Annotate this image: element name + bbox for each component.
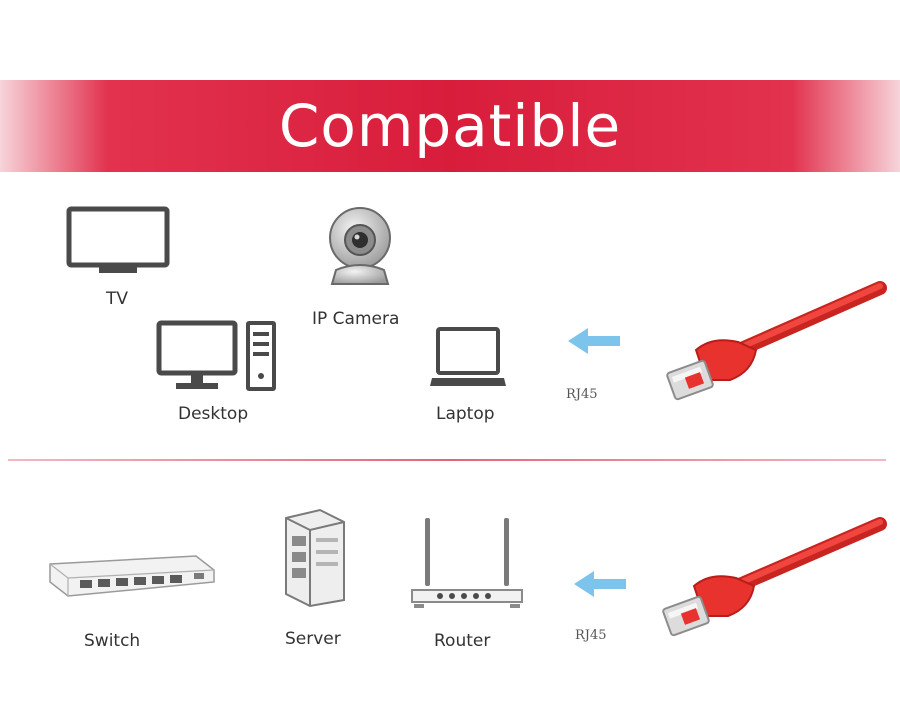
switch-icon [49,555,215,597]
banner-title: Compatible [278,92,622,160]
rj45-cable-icon [666,281,887,401]
ip-camera-icon [329,207,391,285]
section-divider [8,459,886,461]
arrow-left-icon [574,571,626,597]
desktop-icon [156,320,276,391]
router-icon [411,518,523,608]
laptop-label: Laptop [436,404,495,424]
laptop-icon [430,327,506,386]
server-device [280,508,348,608]
rj45-cable-icon [662,517,887,637]
switch-device [46,550,218,604]
router-device [408,514,526,614]
server-label: Server [285,629,341,649]
desktop-device [156,320,278,392]
tv-device [66,206,170,278]
tv-label: TV [106,289,129,309]
arrow-left-icon [568,328,620,354]
ip-camera-label: IP Camera [312,309,400,329]
rj45-label: RJ45 [575,628,607,643]
desktop-label: Desktop [178,404,249,424]
header-banner [0,80,900,172]
router-label: Router [434,631,491,651]
tv-icon [66,206,170,273]
laptop-device [428,326,508,392]
rj45-label: RJ45 [566,387,598,402]
ip-camera-device [322,204,398,288]
ethernet-cable [660,280,887,408]
switch-label: Switch [84,631,141,651]
ethernet-cable [656,516,887,644]
server-icon [285,508,345,608]
connection-arrow [568,328,620,354]
connection-arrow [574,571,626,597]
